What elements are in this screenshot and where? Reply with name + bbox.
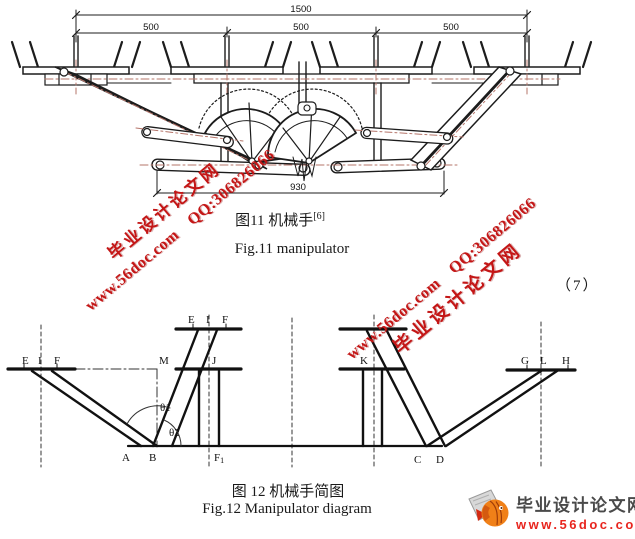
- fig12-labels: E I F E I F M J K G L H A B F1 C D θ1 θ2: [22, 314, 570, 466]
- label-M: M: [159, 355, 169, 367]
- label-theta1: θ1: [160, 402, 171, 414]
- dim-930-text: 930: [290, 182, 306, 193]
- fig12-caption-en: Fig.12 Manipulator diagram: [202, 501, 372, 517]
- fig11-caption-en: Fig.11 manipulator: [234, 241, 350, 257]
- fig12-arms: [30, 328, 559, 448]
- label-F-mid: F: [222, 314, 228, 326]
- label-G: G: [521, 355, 529, 367]
- label-K: K: [360, 355, 368, 367]
- sector-wheels: [198, 88, 363, 182]
- equation-number: （7）: [556, 278, 600, 294]
- label-E-left: E: [22, 355, 29, 367]
- logo-site-name: 毕业设计论文网: [516, 496, 635, 515]
- label-F-left: F: [54, 355, 60, 367]
- dim-1500: 1500: [71, 4, 532, 43]
- logo-fish-icon: [468, 489, 509, 527]
- label-theta2: θ2: [169, 427, 180, 439]
- dim-930: 930: [152, 170, 449, 198]
- label-ticks: [23, 323, 569, 371]
- label-I-left: I: [38, 355, 42, 367]
- label-J: J: [212, 355, 217, 367]
- dim-500-text-2: 500: [293, 22, 309, 33]
- mesh-teeth: [292, 156, 317, 182]
- dim-500-row: 500 500 500: [71, 22, 532, 38]
- label-I-mid: I: [206, 314, 210, 326]
- fig12-bars: [6, 327, 577, 372]
- fig12-drawing: E I F E I F M J K G L H A B F1 C D θ1 θ2: [6, 314, 577, 468]
- label-H: H: [562, 355, 570, 367]
- link-bars: [135, 126, 464, 149]
- label-L: L: [540, 355, 547, 367]
- dim-500-text-1: 500: [143, 22, 159, 33]
- label-D: D: [436, 454, 444, 466]
- logo-text: 毕业设计论文网 www.56doc.com: [516, 491, 635, 532]
- label-B: B: [149, 452, 156, 464]
- dim-500-text-3: 500: [443, 22, 459, 33]
- right-arm: [409, 66, 523, 171]
- fig12-centerlines: [40, 314, 542, 468]
- site-logo: 毕业设计论文网 www.56doc.com: [462, 485, 635, 534]
- fig11-caption-zh-text: 图11 机械手: [235, 213, 314, 229]
- label-C: C: [414, 454, 421, 466]
- fig11-caption-ref: [6]: [313, 211, 325, 222]
- pivot-joints: [59, 66, 515, 171]
- logo-site-url: www.56doc.com: [516, 517, 635, 532]
- label-F1: F1: [214, 452, 224, 465]
- fig11-caption-zh: 图11 机械手[6]: [170, 209, 390, 230]
- label-A: A: [122, 452, 130, 464]
- label-E-mid: E: [188, 314, 195, 326]
- fig11-drawing: 1500 500 500 500: [10, 4, 593, 198]
- angle-arcs: [126, 405, 182, 447]
- fig12-caption-zh: 图 12 机械手简图: [231, 484, 345, 500]
- bottom-cylinders: [139, 157, 459, 177]
- dim-1500-text: 1500: [290, 4, 311, 15]
